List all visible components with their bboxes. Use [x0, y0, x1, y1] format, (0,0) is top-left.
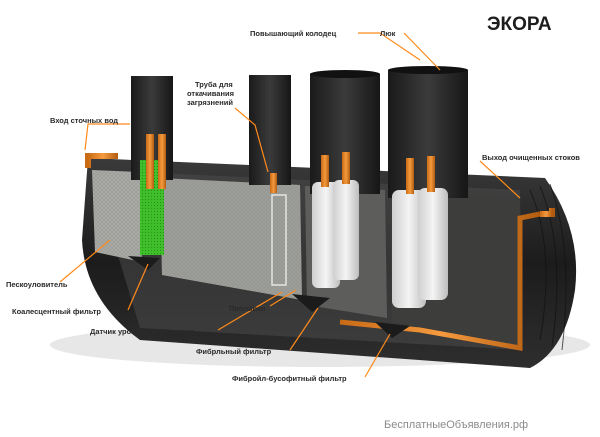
riser-2 — [249, 75, 291, 185]
sand-trap-chamber — [92, 170, 142, 262]
label-pump-pipe-1: Труба для — [195, 80, 233, 89]
inlet-pipe — [85, 153, 118, 168]
label-hatch: Люк — [380, 29, 396, 38]
watermark: БесплатныеОбъявления.рф — [384, 419, 528, 431]
label-outlet: Выход очищенных стоков — [482, 153, 580, 162]
hopper-3 — [375, 322, 410, 338]
fibre-cylinders — [312, 152, 448, 308]
label-inlet: Вход сточных вод — [50, 116, 118, 125]
end-cap-ribs — [529, 183, 567, 351]
title: ЭКОРА — [487, 14, 552, 35]
risers — [131, 66, 468, 198]
hopper-1 — [128, 256, 160, 270]
leader-lines — [59, 32, 521, 378]
label-coalescent-filter: Коалесцентный фильтр — [12, 307, 101, 316]
label-pump-pipe-3: загрязнений — [187, 98, 233, 107]
label-pump-pipe-2: откачивания — [187, 89, 234, 98]
label-fibroil-filter: Фибройл-бусофитный фильтр — [232, 374, 347, 383]
label-riser-well: Повышающий колодец — [250, 29, 337, 38]
level-sensor — [271, 194, 287, 286]
label-level-sensor: Датчик уровня сточных вод — [90, 327, 195, 336]
pipes-chamber-1 — [85, 134, 277, 193]
hopper-2 — [292, 294, 330, 312]
label-fibre-filter: Фибрльный фильтр — [196, 347, 272, 356]
label-floats: Поплавки — [229, 304, 266, 313]
label-sand-trap: Пескоуловитель — [6, 280, 68, 289]
outlet-pipe — [540, 208, 555, 217]
